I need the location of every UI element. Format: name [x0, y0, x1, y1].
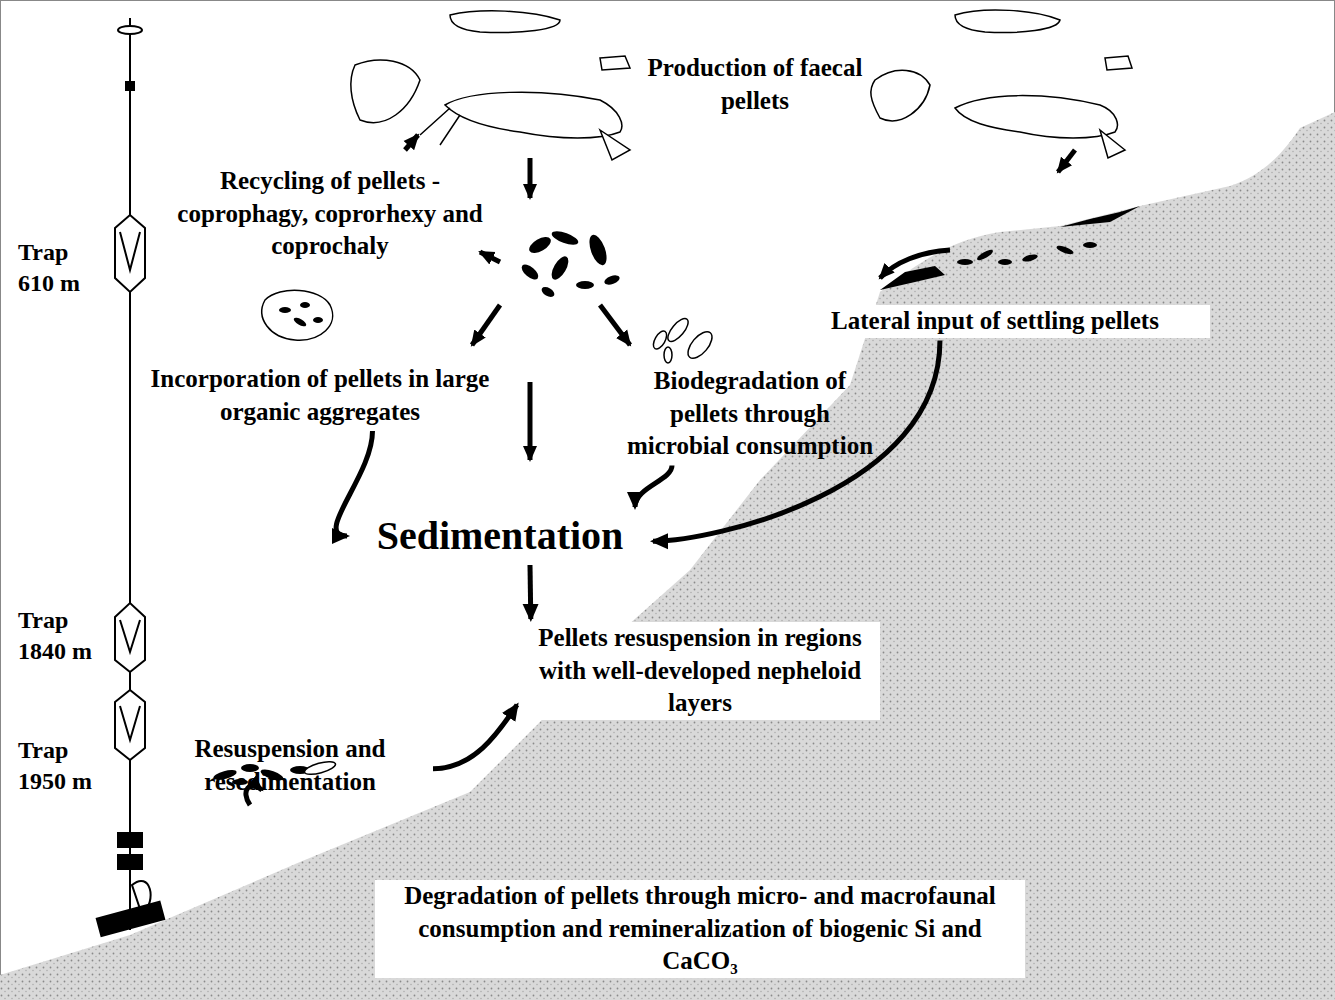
- trap-depth-label: Trap 610 m: [18, 237, 108, 299]
- process-label: Pellets resuspension in regions with wel…: [520, 622, 880, 720]
- label-text: Incorporation of pellets in large organi…: [149, 363, 491, 428]
- process-label: Degradation of pellets through micro- an…: [375, 880, 1025, 978]
- trap-depth-label: Trap 1840 m: [18, 605, 108, 667]
- zooplankton: [351, 10, 1132, 160]
- label-text: Recycling of pellets - coprophagy, copro…: [154, 165, 506, 263]
- aggregate-pellets: [279, 302, 323, 328]
- process-label: Lateral input of settling pellets: [780, 305, 1210, 338]
- process-label: Production of faecal pellets: [640, 52, 870, 117]
- process-label: Resuspension and resedimentation: [150, 733, 430, 798]
- label-text: Degradation of pellets through micro- an…: [379, 880, 1021, 978]
- process-label: Incorporation of pellets in large organi…: [145, 363, 495, 428]
- flow-arrow: [528, 565, 534, 619]
- mooring-line: [97, 18, 164, 936]
- sediment-deposit: [880, 206, 1140, 290]
- label-text: Lateral input of settling pellets: [784, 305, 1206, 338]
- process-label: Recycling of pellets - coprophagy, copro…: [150, 165, 510, 263]
- seafloor-slope: [0, 112, 1335, 1000]
- process-label: Biodegradation of pellets through microb…: [620, 365, 880, 463]
- label-text: Sedimentation: [354, 510, 646, 562]
- label-text: Production of faecal pellets: [644, 52, 866, 117]
- label-text: Pellets resuspension in regions with wel…: [524, 622, 876, 720]
- process-label: Sedimentation: [350, 510, 650, 562]
- flow-arrow: [635, 466, 672, 508]
- label-text: Resuspension and resedimentation: [154, 733, 426, 798]
- flow-arrow: [433, 705, 517, 769]
- flow-arrow: [336, 431, 372, 536]
- label-text: Biodegradation of pellets through microb…: [624, 365, 876, 463]
- trap-depth-label: Trap 1950 m: [18, 735, 108, 797]
